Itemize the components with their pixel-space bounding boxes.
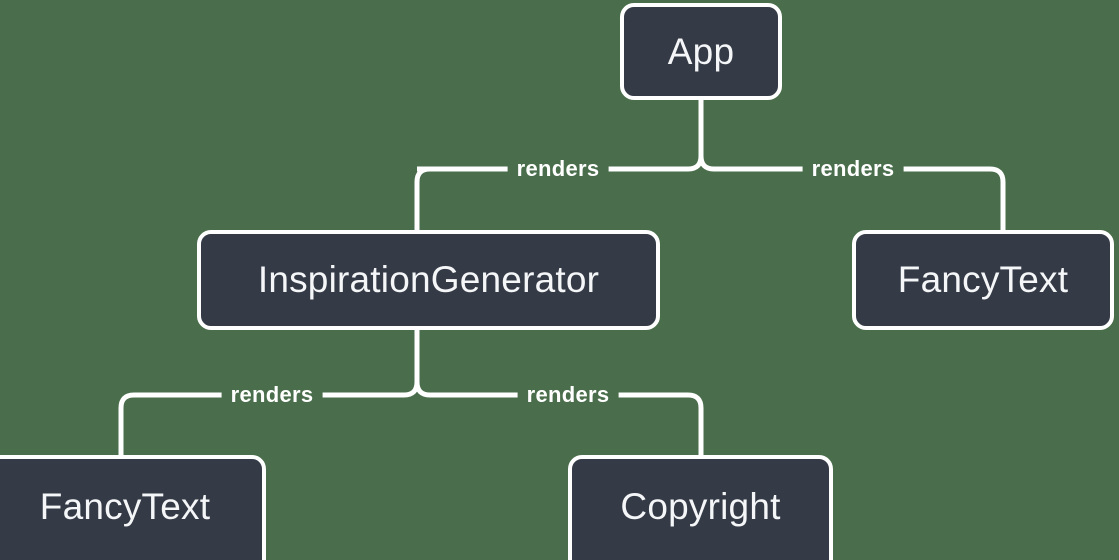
node-copyright-label: Copyright xyxy=(620,486,781,527)
edge-app-to-fancytext-elbow xyxy=(989,166,1006,230)
node-copyright[interactable]: Copyright xyxy=(568,455,833,560)
edge-label-app-fancytext: renders xyxy=(802,158,904,180)
edge-label-app-inspirationgenerator: renders xyxy=(507,158,609,180)
node-fancytext-bottom[interactable]: FancyText xyxy=(0,455,266,560)
edge-ig-to-copyright-elbow xyxy=(687,392,704,455)
edge-label-ig-fancytext: renders xyxy=(221,384,323,406)
edge-label-ig-copyright: renders xyxy=(517,384,619,406)
node-fancytext-right-label: FancyText xyxy=(897,259,1069,300)
node-inspiration-generator[interactable]: InspirationGenerator xyxy=(197,230,660,330)
node-fancytext-bottom-label: FancyText xyxy=(39,486,211,527)
edge-ig-to-fancytext-bottom-elbow xyxy=(118,392,135,455)
edge-app-to-inspirationgenerator-elbow xyxy=(414,166,431,230)
node-inspiration-generator-label: InspirationGenerator xyxy=(257,259,600,300)
node-app[interactable]: App xyxy=(620,3,782,100)
node-fancytext-right[interactable]: FancyText xyxy=(852,230,1114,330)
node-app-label: App xyxy=(667,30,735,72)
